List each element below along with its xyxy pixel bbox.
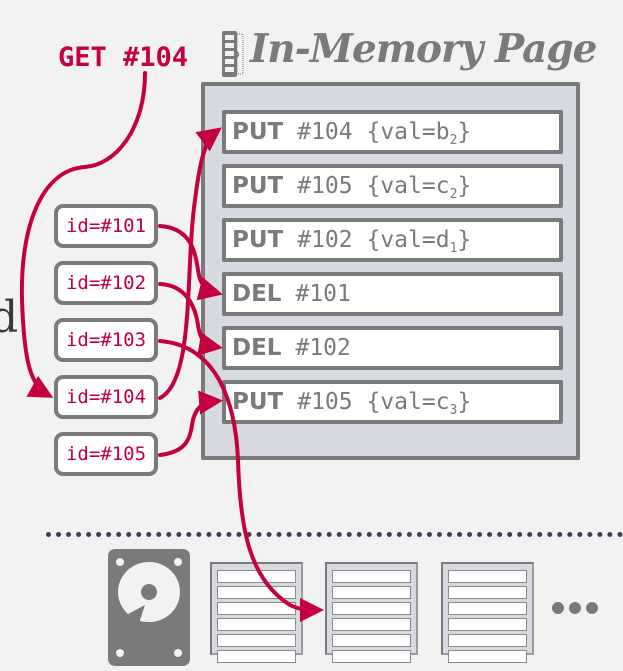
- log-record[interactable]: DEL #101: [222, 272, 563, 316]
- index-entry[interactable]: id=#104: [54, 375, 158, 419]
- record-value: {val=: [366, 389, 436, 415]
- record-version: 2: [449, 187, 458, 202]
- disk-page[interactable]: [210, 562, 303, 663]
- disk-slot: [217, 602, 296, 615]
- record-op: PUT: [232, 389, 284, 415]
- disk-page[interactable]: [441, 562, 534, 663]
- disk-slot: [448, 586, 527, 599]
- record-version: 1: [449, 241, 458, 256]
- disk-slot: [448, 634, 527, 647]
- disk-slot: [217, 586, 296, 599]
- disk-slot: [217, 634, 296, 647]
- record-key: #105: [297, 173, 353, 199]
- disk-slot: [332, 650, 411, 663]
- index-entry[interactable]: id=#102: [54, 261, 158, 305]
- record-key: #104: [297, 119, 353, 145]
- record-op: DEL: [232, 281, 282, 307]
- ellipsis-icon: [552, 602, 603, 614]
- log-record[interactable]: PUT #104 {val=b2}: [222, 110, 563, 154]
- disk-page[interactable]: [325, 562, 418, 663]
- disk-slot: [448, 602, 527, 615]
- record-value: {val=: [366, 227, 436, 253]
- record-key: #101: [295, 281, 351, 307]
- disk-slot: [217, 618, 296, 631]
- index-entry[interactable]: id=#105: [54, 432, 158, 476]
- record-value: {val=: [366, 173, 436, 199]
- memory-disk-divider: [46, 532, 623, 537]
- record-version: 3: [449, 403, 458, 418]
- disk-slot: [332, 634, 411, 647]
- record-op: PUT: [232, 173, 284, 199]
- log-record[interactable]: DEL #102: [222, 326, 563, 370]
- disk-slot: [448, 650, 527, 663]
- record-key: #105: [297, 389, 353, 415]
- cut-off-text: d: [0, 292, 19, 343]
- record-value-end: }: [457, 389, 472, 415]
- record-key: #102: [295, 335, 351, 361]
- record-value: {val=: [366, 119, 436, 145]
- record-version: 2: [449, 133, 458, 148]
- memory-ram-icon: [222, 31, 244, 77]
- record-value-end: }: [457, 173, 472, 199]
- hard-drive-icon: [108, 549, 190, 666]
- record-value-base: c: [435, 173, 450, 199]
- get-query-label: GET #104: [58, 42, 189, 73]
- record-op: DEL: [232, 335, 282, 361]
- disk-slot: [448, 570, 527, 583]
- disk-slot: [448, 618, 527, 631]
- record-op: PUT: [232, 119, 284, 145]
- index-entry[interactable]: id=#101: [54, 204, 158, 248]
- disk-slot: [332, 586, 411, 599]
- record-value-base: d: [435, 227, 450, 253]
- record-op: PUT: [232, 227, 284, 253]
- disk-slot: [217, 570, 296, 583]
- record-value-end: }: [457, 227, 472, 253]
- disk-slot: [332, 618, 411, 631]
- page-title: In-Memory Page: [250, 26, 597, 72]
- disk-slot: [332, 602, 411, 615]
- record-key: #102: [297, 227, 353, 253]
- log-record[interactable]: PUT #102 {val=d1}: [222, 218, 563, 262]
- log-record[interactable]: PUT #105 {val=c3}: [222, 380, 563, 424]
- disk-slot: [332, 570, 411, 583]
- record-value-base: c: [435, 389, 450, 415]
- record-value-end: }: [457, 119, 472, 145]
- log-record[interactable]: PUT #105 {val=c2}: [222, 164, 563, 208]
- disk-slot: [217, 650, 296, 663]
- record-value-base: b: [435, 119, 450, 145]
- index-entry[interactable]: id=#103: [54, 318, 158, 362]
